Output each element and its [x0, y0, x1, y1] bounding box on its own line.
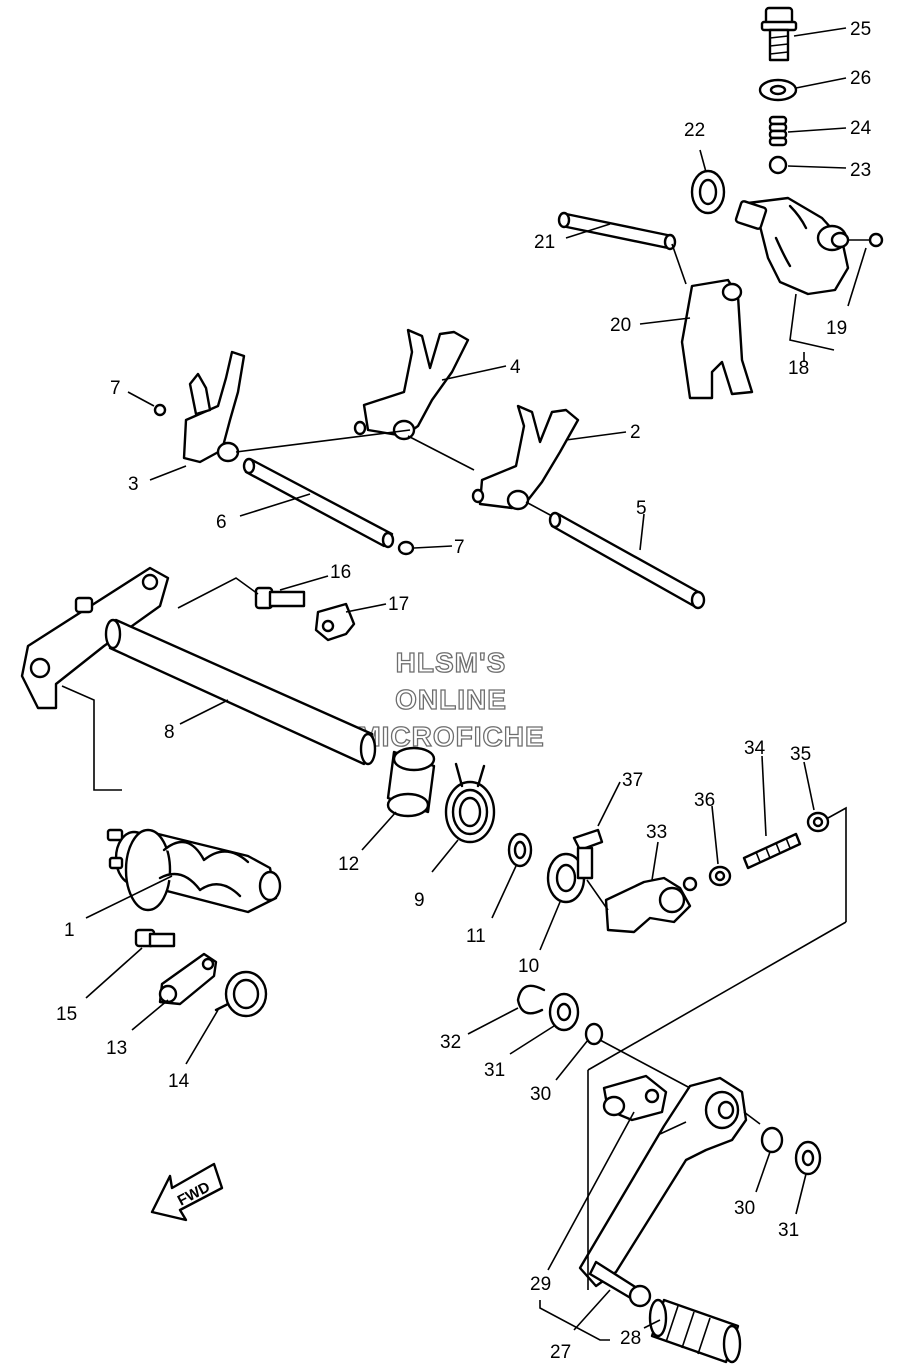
callout-30-upper: 30 — [530, 1084, 551, 1105]
part-31-washer-upper — [548, 992, 580, 1032]
assembly-lines — [61, 243, 847, 1341]
callout-7-upper: 7 — [110, 378, 121, 399]
callout-27: 27 — [550, 1342, 571, 1363]
part-26-washer — [758, 78, 798, 102]
callout-3: 3 — [128, 474, 139, 495]
part-9-return-spring — [444, 762, 496, 844]
callout-37: 37 — [622, 770, 643, 791]
callout-33: 33 — [646, 822, 667, 843]
part-25-bolt — [760, 6, 798, 62]
part-21-shift-fork-shaft — [557, 211, 677, 251]
part-23-ball — [768, 155, 788, 175]
watermark-line-2: ONLINE — [395, 684, 507, 715]
part-14-torsion-spring — [214, 970, 268, 1018]
callout-31-lower: 31 — [778, 1220, 799, 1241]
callout-9: 9 — [414, 890, 425, 911]
part-4-shift-fork — [353, 328, 470, 441]
part-28-pedal-rubber — [648, 1298, 742, 1364]
callout-13: 13 — [106, 1038, 127, 1059]
part-12-collar — [386, 746, 436, 818]
callout-11: 11 — [466, 926, 486, 947]
callouts: 25 26 24 22 23 21 20 19 18 4 2 7 3 6 5 7 — [56, 19, 872, 1363]
callout-19: 19 — [826, 318, 847, 339]
part-8-shift-shaft — [20, 566, 377, 766]
forward-direction-arrow: FWD — [150, 1162, 224, 1222]
part-19-pin — [868, 232, 884, 248]
part-34-shift-rod — [742, 832, 802, 870]
part-36-nut — [708, 865, 732, 887]
callout-6: 6 — [216, 512, 227, 533]
part-7-circlip-lower — [397, 540, 415, 556]
part-29-joint — [602, 1074, 668, 1122]
part-22-oil-seal — [690, 169, 726, 215]
part-32-circlip — [516, 984, 546, 1015]
part-1-shift-drum — [106, 828, 282, 914]
part-7-circlip-upper — [153, 403, 167, 417]
callout-30-lower: 30 — [734, 1198, 755, 1219]
callout-24: 24 — [850, 118, 872, 139]
callout-21: 21 — [534, 232, 555, 253]
callout-28: 28 — [620, 1328, 641, 1349]
callout-17: 17 — [388, 594, 409, 615]
watermark-line-1: HLSM'S — [396, 647, 507, 678]
part-27-shift-pedal — [578, 1076, 748, 1308]
callout-5: 5 — [636, 498, 647, 519]
part-17-lock-washer — [314, 602, 356, 642]
part-24-spring — [768, 115, 788, 147]
callout-8: 8 — [164, 722, 175, 743]
part-3-shift-fork — [182, 350, 246, 464]
callout-35: 35 — [790, 744, 811, 765]
part-31-washer-lower — [794, 1140, 822, 1176]
callout-2: 2 — [630, 422, 641, 443]
callout-15: 15 — [56, 1004, 77, 1025]
callout-32: 32 — [440, 1032, 461, 1053]
part-6-guide-bar — [242, 457, 395, 549]
callout-26: 26 — [850, 68, 871, 89]
part-16-stopper-bolt — [254, 586, 306, 610]
part-35-nut — [806, 811, 830, 833]
callout-34: 34 — [744, 738, 766, 759]
callout-7-lower: 7 — [454, 537, 465, 558]
callout-23: 23 — [850, 160, 871, 181]
callout-22: 22 — [684, 120, 705, 141]
callout-16: 16 — [330, 562, 351, 583]
callout-31-upper: 31 — [484, 1060, 505, 1081]
callout-10: 10 — [518, 956, 539, 977]
part-33-shift-arm — [604, 876, 698, 934]
part-2-shift-fork — [471, 404, 580, 511]
part-5-guide-bar — [548, 511, 706, 610]
watermark-line-3: MICROFICHE — [357, 721, 544, 752]
part-20-shift-fork — [680, 278, 754, 400]
part-13-stopper-lever — [158, 952, 218, 1006]
part-15-bolt — [134, 928, 176, 948]
part-18-shift-drum-segment — [734, 196, 884, 296]
callout-25: 25 — [850, 19, 871, 40]
part-11-washer — [507, 832, 533, 868]
part-30-o-ring-lower — [760, 1126, 784, 1154]
callout-29: 29 — [530, 1274, 551, 1295]
callout-20: 20 — [610, 315, 631, 336]
callout-14: 14 — [168, 1071, 190, 1092]
callout-1: 1 — [64, 920, 75, 941]
callout-12: 12 — [338, 854, 359, 875]
callout-36: 36 — [694, 790, 715, 811]
callout-18: 18 — [788, 358, 809, 379]
part-30-o-ring-upper — [584, 1022, 604, 1046]
watermark: HLSM'S ONLINE MICROFICHE — [357, 646, 545, 752]
callout-4: 4 — [510, 357, 521, 378]
part-37-bolt — [572, 828, 604, 880]
